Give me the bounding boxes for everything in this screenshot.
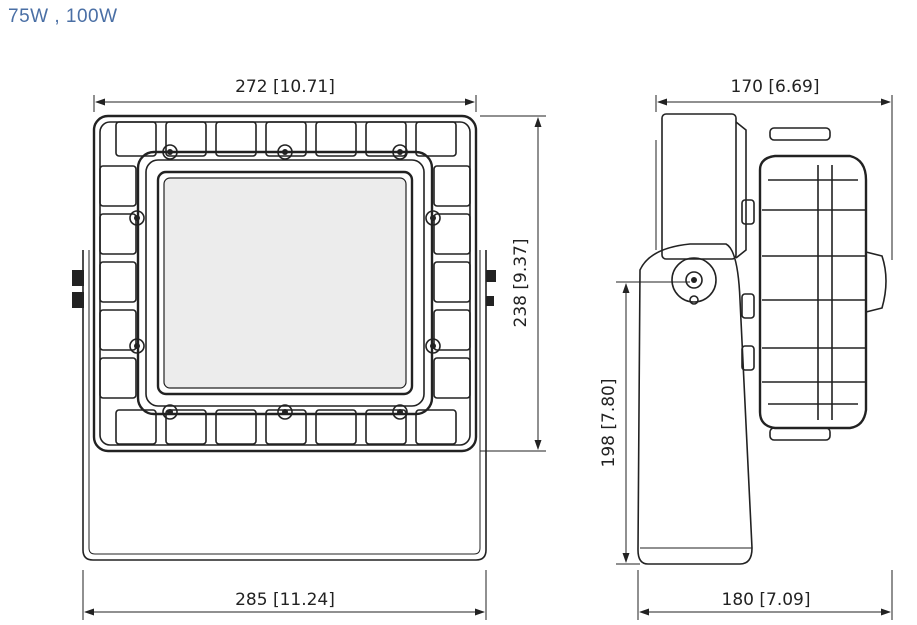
- front-housing: [92, 114, 478, 453]
- dim-side-depth-top: [655, 95, 893, 260]
- lens-frame-inner: [145, 159, 425, 407]
- side-housing: [758, 154, 868, 430]
- front-bracket: [82, 250, 487, 561]
- dim-front-width-top-label: 272 [10.71]: [235, 77, 335, 97]
- dim-side-depth-bottom-label: 180 [7.09]: [722, 590, 811, 610]
- front-view: 272 [10.71] 238 [9.37] 285 [11.24]: [72, 77, 546, 620]
- right-knob-icon: [486, 270, 496, 282]
- right-knob-icon: [486, 296, 494, 306]
- side-lens-bump: [865, 251, 887, 313]
- lens-outer: [156, 170, 414, 396]
- dim-front-width-bottom: [82, 570, 487, 620]
- dim-side-height-label: 198 [7.80]: [599, 379, 619, 468]
- pivot-icon: [671, 257, 717, 305]
- side-fins: [762, 165, 866, 420]
- fin-grid-bottom: [115, 409, 457, 445]
- front-screws: [129, 144, 441, 420]
- dim-front-width-bottom-label: 285 [11.24]: [235, 590, 335, 610]
- fin-grid-left: [99, 165, 137, 399]
- side-body: [661, 113, 737, 260]
- side-bottom-tab: [769, 427, 831, 441]
- dim-front-height: [480, 115, 546, 452]
- dim-front-width-top: [93, 95, 477, 112]
- side-top-tab: [769, 127, 831, 141]
- page-title: 75W , 100W: [8, 6, 118, 27]
- dim-side-height: [616, 281, 690, 565]
- fin-grid-right: [433, 165, 471, 399]
- side-bracket: [637, 243, 753, 565]
- left-knob-icon: [72, 292, 84, 308]
- dim-side-depth-top-label: 170 [6.69]: [731, 77, 820, 97]
- front-bracket-inner: [88, 250, 481, 555]
- lens: [163, 177, 407, 389]
- dim-side-depth-bottom: [637, 570, 893, 620]
- fin-grid-top: [115, 121, 457, 157]
- dim-front-height-label: 238 [9.37]: [511, 239, 531, 328]
- left-knob-icon: [72, 270, 84, 286]
- side-view: 170 [6.69] 198 [7.80] 180 [7.09]: [599, 77, 893, 620]
